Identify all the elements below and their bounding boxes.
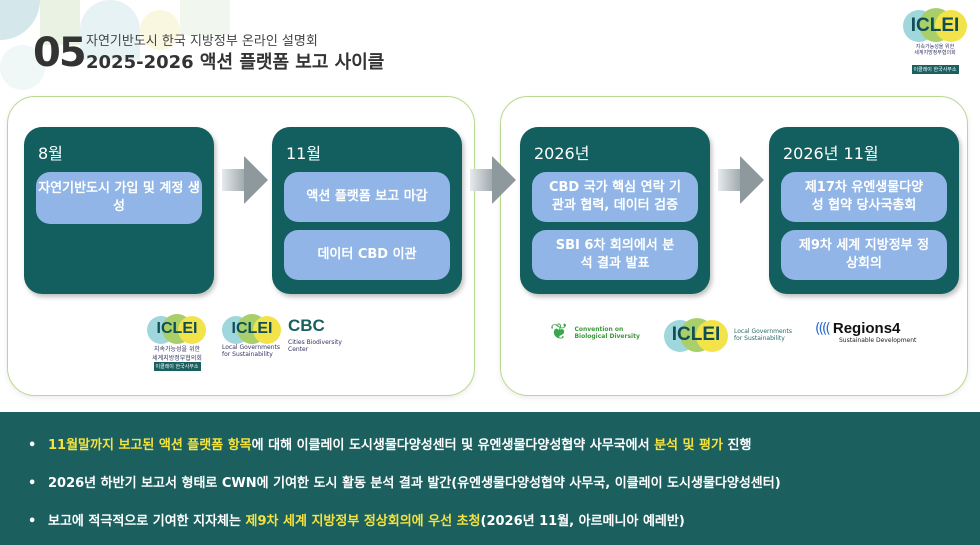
summary-band: •11월말까지 보고된 액션 플랫폼 항목에 대해 이클레이 도시생물다양성센터… [0, 412, 980, 545]
decorative-pattern [0, 0, 240, 90]
step-pill: SBI 6차 회의에서 분석 결과 발표 [532, 230, 698, 280]
bullet-item: •2026년 하반기 보고서 형태로 CWN에 기여한 도시 활동 분석 결과 … [28, 476, 781, 491]
bullet-item: •11월말까지 보고된 액션 플랫폼 항목에 대해 이클레이 도시생물다양성센터… [28, 438, 752, 453]
step-pill: 자연기반도시 가입 및 계정 생성 [36, 172, 202, 224]
card-november: 11월 액션 플랫폼 보고 마감 데이터 CBD 이관 [272, 127, 462, 294]
step-pill: 제17차 유엔생물다양성 협약 당사국총회 [781, 172, 947, 222]
card-2026-november: 2026년 11월 제17차 유엔생물다양성 협약 당사국총회 제9차 세계 지… [769, 127, 959, 294]
regions4-logo: ((((Regions4 Sustainable Development [815, 320, 917, 344]
page-title: 2025-2026 액션 플랫폼 보고 사이클 [86, 52, 385, 73]
bullet-item: •보고에 적극적으로 기여한 지자체는 제9차 세계 지방정부 정상회의에 우선… [28, 514, 685, 529]
page-subtitle: 자연기반도시 한국 지방정부 온라인 설명회 [86, 34, 318, 49]
card-august: 8월 자연기반도시 가입 및 계정 생성 [24, 127, 214, 294]
step-pill: CBD 국가 핵심 연락 기관과 협력, 데이터 검증 [532, 172, 698, 222]
step-pill: 제9차 세계 지방정부 정상회의 [781, 230, 947, 280]
iclei-korea-logo: ICLEI 지속가능성을 위한 세계지방정부협의회 이클레이 한국사무소 [900, 8, 970, 75]
section-number: 05 [33, 30, 87, 76]
card-2026: 2026년 CBD 국가 핵심 연락 기관과 협력, 데이터 검증 SBI 6차… [520, 127, 710, 294]
step-pill: 액션 플랫폼 보고 마감 [284, 172, 450, 222]
step-pill: 데이터 CBD 이관 [284, 230, 450, 280]
